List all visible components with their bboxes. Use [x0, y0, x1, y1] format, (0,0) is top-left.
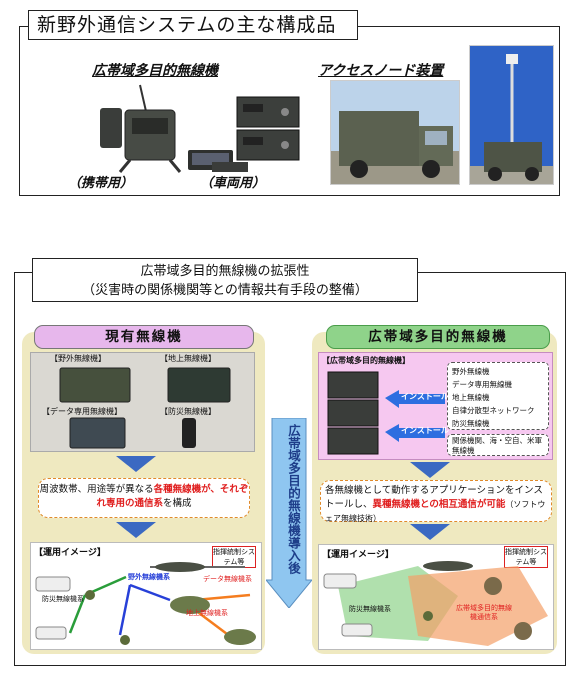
- vehicle-caption: （車両用）: [200, 176, 266, 191]
- vehicle-radio-illustration: [236, 96, 300, 161]
- app-item: 地上無線機: [452, 393, 490, 402]
- broadband-callout-red: 異種無線機との相互通信が可能: [372, 499, 506, 510]
- device-label-ground: 【地上無線機】: [160, 354, 216, 363]
- portable-radio-illustration: [100, 84, 248, 173]
- label-disaster-system-right: 防災無線機系: [349, 605, 391, 613]
- label-data-system: データ無線機系: [203, 575, 252, 583]
- soldier-icon-2: [120, 635, 130, 645]
- device-label-disaster: 【防災無線機】: [160, 407, 216, 416]
- install-label-2: インストール: [401, 426, 449, 435]
- current-command-label: 指揮統制システム等: [212, 546, 256, 568]
- app-item: データ専用無線機: [452, 380, 512, 389]
- portable-caption: （携帯用）: [68, 176, 134, 191]
- vehicle-icon: [170, 596, 210, 614]
- left-down-arrow: [116, 456, 156, 472]
- broadband-radio-header: 広帯域多目的無線機: [326, 325, 550, 349]
- vehicle-icon-2: [224, 629, 256, 645]
- vehicle-icon-2: [514, 622, 532, 640]
- handset-icon: [100, 108, 122, 148]
- soldier-icon: [423, 611, 433, 621]
- disaster-radio-icon: [182, 418, 196, 448]
- label-broadband-system: 広帯域多目的無線機通信系: [456, 604, 512, 621]
- node-heading: アクセスノード装置: [318, 63, 444, 79]
- left-down-arrow-2: [116, 522, 156, 538]
- install-arrows: [385, 390, 445, 442]
- current-devices-illustration: [59, 367, 231, 449]
- broadband-scene-title: 【運用イメージ】: [322, 550, 394, 560]
- police-car-icon: [341, 623, 373, 637]
- police-car-icon: [35, 626, 67, 640]
- broadband-device-label: 【広帯域多目的無線機】: [322, 356, 410, 365]
- external-app-item: 関係機関、海・空自、米軍無線機: [452, 436, 542, 455]
- transition-text: 広帯域多目的無線機導入後: [286, 424, 301, 574]
- device-label-field: 【野外無線機】: [50, 354, 106, 363]
- label-field-system: 野外無線機系: [128, 573, 170, 581]
- app-list: 野外無線機 データ専用無線機 地上無線機 自律分散型ネットワーク 防災無線機: [447, 362, 549, 430]
- bottom-title: 広帯域多目的無線機の拡張性: [140, 264, 310, 279]
- device-label-data: 【データ専用無線機】: [42, 407, 122, 416]
- data-radio-icon: [69, 417, 126, 449]
- current-scene-title: 【運用イメージ】: [34, 548, 106, 558]
- broadband-radio-stack: [327, 371, 379, 455]
- ambulance-icon: [35, 576, 71, 592]
- bottom-title-box: 広帯域多目的無線機の拡張性 （災害時の関係機関等との情報共有手段の整備）: [32, 258, 418, 302]
- current-callout-post: を構成: [163, 498, 192, 509]
- current-radio-header: 現有無線機: [34, 325, 254, 349]
- access-node-truck-photo: [330, 80, 460, 185]
- ground-radio-icon: [167, 367, 231, 403]
- soldier-icon: [85, 590, 95, 600]
- helicopter-icon: [155, 562, 205, 572]
- install-label-1: インストール: [401, 392, 449, 401]
- broadband-callout-post: （ソフトウェア無線技術）: [325, 500, 546, 523]
- field-radio-icon: [59, 367, 131, 403]
- current-callout-red: 各種無線機が、それぞれ専用の通信系: [96, 484, 249, 509]
- access-node-mast-photo: [469, 45, 554, 185]
- label-ground-system: 地上無線機系: [186, 609, 228, 617]
- top-title: 新野外通信システムの主な構成品: [28, 10, 358, 40]
- broadband-scene-diagram: [323, 561, 548, 646]
- current-callout-pre: 周波数帯、用途等が異なる: [39, 484, 154, 495]
- app-item: 野外無線機: [452, 367, 490, 376]
- transition-arrow: [266, 418, 312, 608]
- label-disaster-system: 防災無線機系: [42, 595, 84, 603]
- app-item: 防災無線機: [452, 419, 490, 428]
- right-down-arrow-2: [410, 524, 450, 540]
- external-app-list: 関係機関、海・空自、米軍無線機: [447, 434, 549, 456]
- right-down-arrow: [410, 462, 450, 478]
- vehicle-icon: [484, 577, 502, 595]
- bottom-subtitle: （災害時の関係機関等との情報共有手段の整備）: [82, 283, 368, 298]
- helicopter-icon: [423, 561, 473, 571]
- ambulance-icon: [323, 573, 357, 589]
- current-callout: 周波数帯、用途等が異なる各種無線機が、それぞれ専用の通信系を構成: [38, 478, 250, 518]
- current-scene-diagram: [35, 562, 256, 645]
- broadband-callout: 各無線機として動作するアプリケーションをインストールし、異種無線機との相互通信が…: [320, 480, 552, 523]
- broadband-command-label: 指揮統制システム等: [504, 546, 548, 568]
- broadband-callout-pre: 各無線機として動作するアプリケーションをインストールし、: [325, 485, 543, 510]
- app-item: 自律分散型ネットワーク: [452, 406, 535, 415]
- radio-heading: 広帯域多目的無線機: [92, 63, 218, 79]
